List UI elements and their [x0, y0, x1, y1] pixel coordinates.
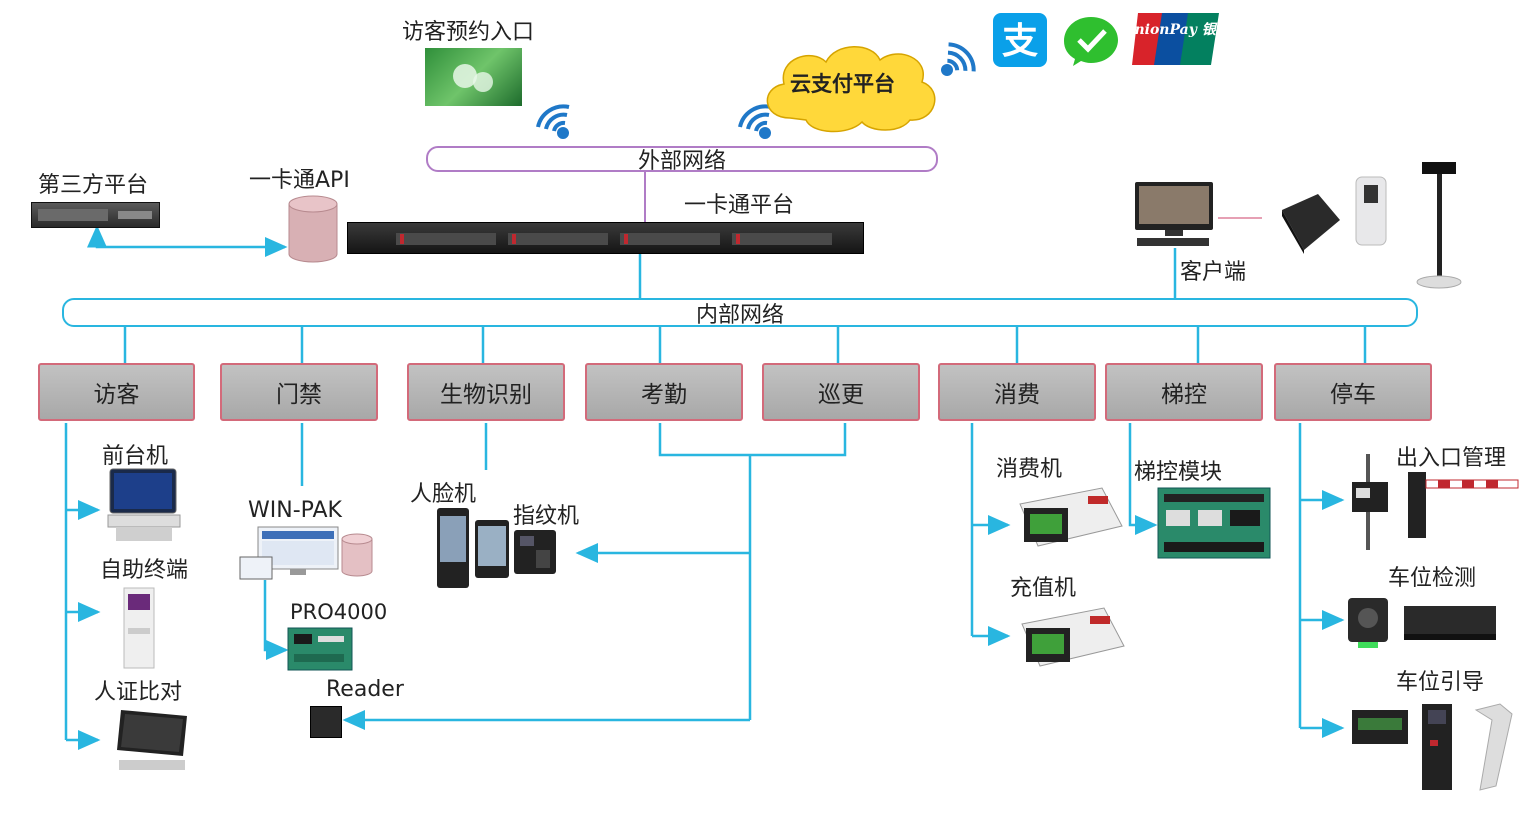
elevator-module-label: 梯控模块 — [1134, 460, 1223, 485]
consume-machine-label: 消费机 — [996, 457, 1063, 482]
visitor-booking-label: 访客预约入口 — [402, 20, 535, 45]
cloud-pay-label: 云支付平台 — [790, 72, 895, 96]
external-network-pipe: 外部网络 — [426, 146, 938, 174]
pro4000-board — [287, 627, 353, 671]
unionpay-icon: UnionPay 银联 — [1122, 13, 1232, 65]
entrance-mgmt-label: 出入口管理 — [1396, 446, 1507, 471]
internal-network-label: 内部网络 — [695, 302, 784, 328]
internal-network-pipe: 内部网络 — [62, 298, 1418, 328]
svg-text:支: 支 — [1002, 21, 1038, 62]
category-biometric: 生物识别 — [407, 363, 565, 421]
recharge-machine-label: 充值机 — [1010, 576, 1077, 601]
fingerprint-machine-device — [514, 530, 556, 574]
reader-label: Reader — [326, 677, 404, 702]
category-access-control: 门禁 — [220, 363, 378, 421]
category-attendance: 考勤 — [585, 363, 743, 421]
recharge-machine-device — [1020, 606, 1125, 668]
server-icon — [31, 202, 160, 228]
unionpay-logo-text: UnionPay 银联 — [1122, 21, 1231, 38]
space-guide-device — [1350, 700, 1522, 794]
pro4000-label: PRO4000 — [290, 600, 388, 624]
wechat-pay-icon — [1062, 13, 1120, 67]
space-guide-label: 车位引导 — [1396, 670, 1485, 695]
self-terminal-label: 自助终端 — [100, 558, 189, 583]
category-elevator: 梯控 — [1105, 363, 1263, 421]
face-machine-label: 人脸机 — [410, 482, 477, 507]
front-desk-label: 前台机 — [102, 444, 169, 469]
camera-stand-device — [1412, 160, 1466, 290]
category-parking: 停车 — [1274, 363, 1432, 421]
id-compare-device — [113, 708, 191, 772]
self-terminal-device — [122, 587, 156, 669]
category-patrol: 巡更 — [762, 363, 920, 421]
face-machine-device — [437, 508, 511, 588]
winpak-label: WIN-PAK — [248, 498, 342, 523]
space-detect-device — [1346, 594, 1500, 652]
third-party-label: 第三方平台 — [38, 173, 149, 198]
space-detect-label: 车位检测 — [1388, 566, 1477, 591]
card-reader-device — [1278, 190, 1344, 256]
fingerprint-machine-label: 指纹机 — [513, 504, 580, 529]
client-label: 客户端 — [1180, 260, 1247, 285]
consume-machine-device — [1018, 486, 1123, 548]
platform-server-icon — [347, 222, 864, 254]
database-icon — [288, 195, 338, 263]
reader-device — [310, 706, 342, 738]
monitor-icon — [1133, 182, 1217, 248]
alipay-icon: 支 — [993, 13, 1047, 67]
front-desk-device — [106, 467, 182, 543]
entrance-mgmt-device — [1348, 452, 1520, 552]
external-network-label: 外部网络 — [637, 149, 726, 174]
fingerprint-kiosk-device — [1352, 175, 1390, 249]
onecard-platform-label: 一卡通平台 — [684, 193, 795, 218]
category-consumption: 消费 — [938, 363, 1096, 421]
onecard-api-label: 一卡通API — [249, 168, 350, 193]
id-compare-label: 人证比对 — [94, 680, 183, 705]
winpak-device — [239, 526, 376, 583]
elevator-module-board — [1157, 487, 1271, 559]
visitor-booking-image — [425, 48, 522, 106]
category-visitor: 访客 — [38, 363, 195, 421]
